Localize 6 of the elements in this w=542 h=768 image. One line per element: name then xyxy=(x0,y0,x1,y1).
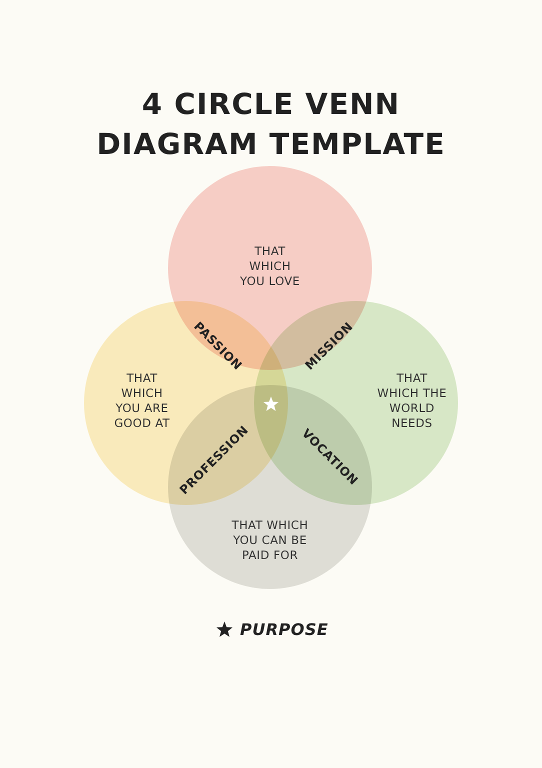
circle-label: THAT WHICH YOU LOVE xyxy=(239,244,301,289)
circle-label: THAT WHICH YOU ARE GOOD AT xyxy=(113,371,171,431)
title: 4 CIRCLE VENN DIAGRAM TEMPLATE xyxy=(96,86,446,163)
circle-label: THAT WHICH THE WORLD NEEDS xyxy=(376,371,448,431)
legend-label: PURPOSE xyxy=(240,620,328,639)
circle-label: THAT WHICH YOU CAN BE PAID FOR xyxy=(230,518,310,563)
